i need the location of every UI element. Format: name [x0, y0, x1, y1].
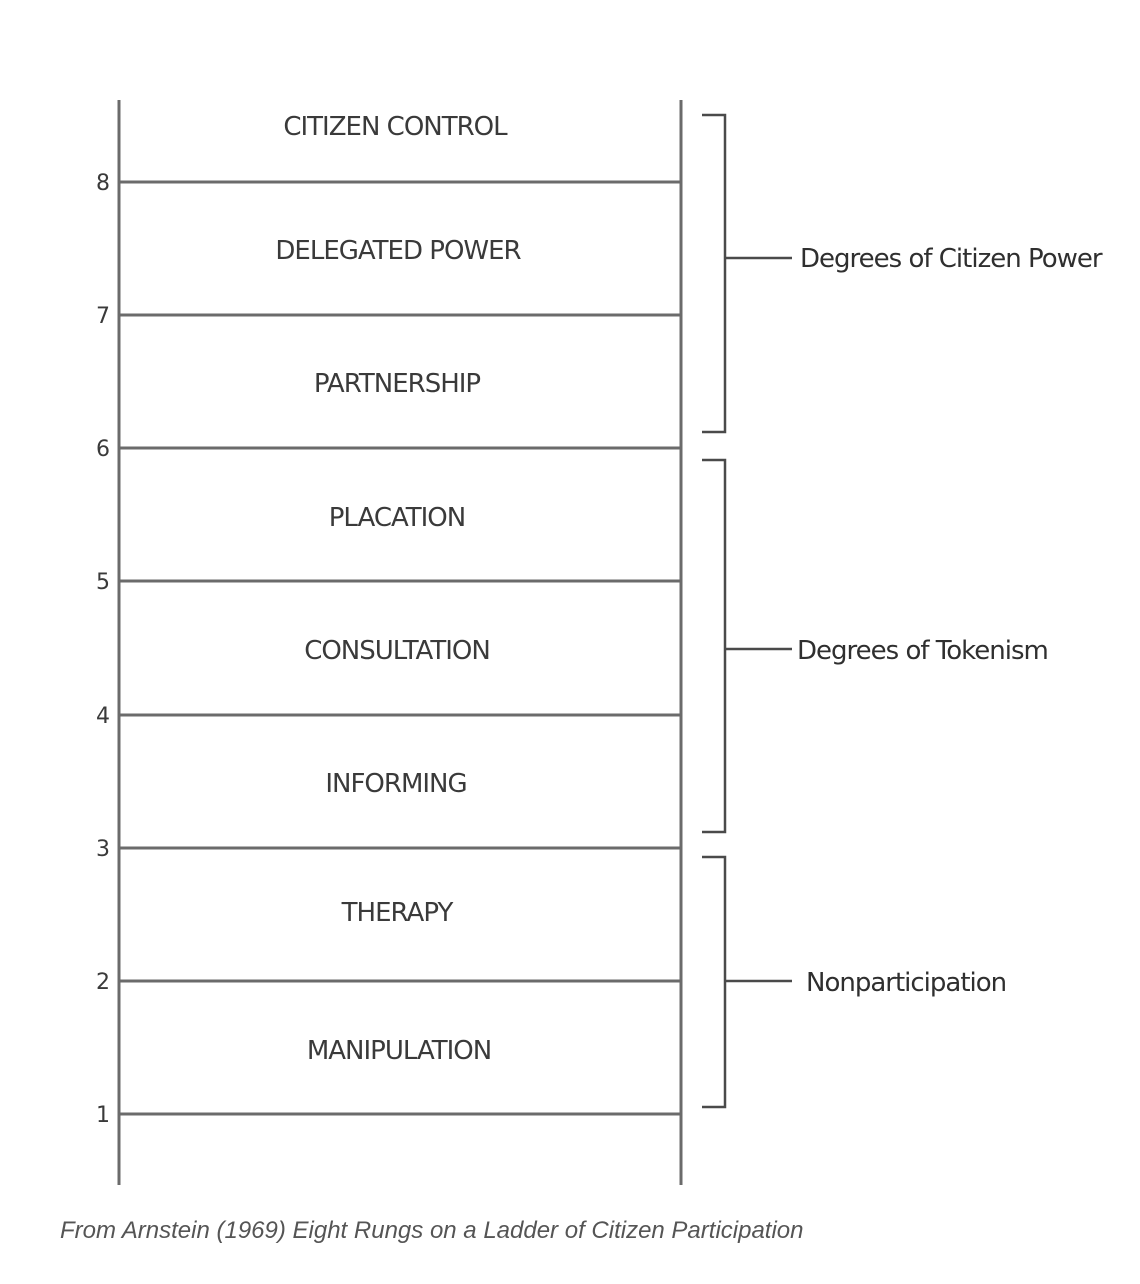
- rung-line-6: 6: [96, 437, 681, 462]
- figure-caption: From Arnstein (1969) Eight Rungs on a La…: [60, 1217, 804, 1244]
- rung-label-manipulation: MANIPULATION: [307, 1036, 491, 1066]
- rung-line-8: 8: [96, 171, 681, 196]
- rung-number-4: 4: [96, 704, 110, 729]
- rung-label-partnership: PARTNERSHIP: [314, 369, 481, 399]
- rung-number-3: 3: [96, 837, 110, 862]
- rung-line-1: 1: [96, 1103, 681, 1128]
- rung-label-delegated-power: DELEGATED POWER: [275, 236, 521, 266]
- ladder-diagram: 8 7 6 5 4 3 2 1 CITIZEN CONTROL DELEGATE…: [96, 100, 1104, 1185]
- rung-label-citizen-control: CITIZEN CONTROL: [283, 112, 508, 142]
- bracket-nonparticipation: Nonparticipation: [702, 855, 1007, 1109]
- rung-number-6: 6: [96, 437, 110, 462]
- bracket-tokenism: Degrees of Tokenism: [702, 458, 1049, 834]
- rung-label-placation: PLACATION: [329, 503, 465, 533]
- rung-number-8: 8: [96, 171, 110, 196]
- group-label-citizen-power: Degrees of Citizen Power: [800, 244, 1103, 274]
- rung-line-3: 3: [96, 837, 681, 862]
- rung-number-7: 7: [96, 304, 110, 329]
- rung-label-therapy: THERAPY: [341, 898, 454, 928]
- rung-number-1: 1: [96, 1103, 110, 1128]
- rung-number-2: 2: [96, 970, 110, 995]
- rung-number-5: 5: [96, 570, 110, 595]
- rung-line-4: 4: [96, 704, 681, 729]
- rung-label-consultation: CONSULTATION: [304, 636, 490, 666]
- rung-line-2: 2: [96, 970, 681, 995]
- rung-label-informing: INFORMING: [325, 769, 466, 799]
- rung-line-7: 7: [96, 304, 681, 329]
- bracket-citizen-power: Degrees of Citizen Power: [702, 113, 1104, 434]
- group-label-nonparticipation: Nonparticipation: [806, 968, 1006, 998]
- group-label-tokenism: Degrees of Tokenism: [797, 636, 1048, 666]
- rung-line-5: 5: [96, 570, 681, 595]
